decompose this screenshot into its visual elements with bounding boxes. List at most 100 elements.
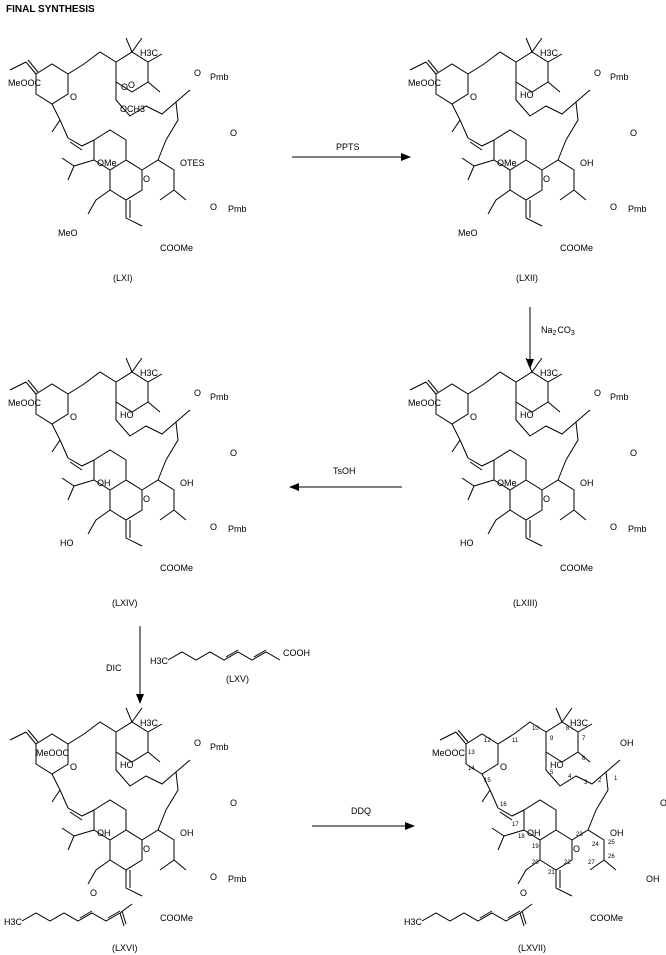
atom-number: 21 — [548, 870, 555, 876]
o-label: O — [470, 412, 477, 422]
coome-label: COOMe — [560, 243, 593, 253]
ome-label: OMe — [497, 158, 517, 168]
ho-label: HO — [520, 410, 534, 420]
o-label: O — [121, 82, 128, 92]
ho-label: HO — [60, 538, 74, 548]
o-label: O — [70, 762, 77, 772]
pmb-label: Pmb — [228, 524, 247, 534]
ho-label: HO — [120, 760, 134, 770]
o-label: O — [594, 388, 601, 398]
ho-label: HO — [120, 410, 134, 420]
atom-number: 15 — [484, 778, 491, 784]
scheme-title: FINAL SYNTHESIS — [6, 4, 95, 15]
compound-lxvi: MeOOC O H3C HO O Pmb OH OH O O Pmb O COO… — [9, 707, 247, 923]
pmb-label: Pmb — [210, 72, 229, 82]
coome-label: COOMe — [590, 913, 623, 923]
meooc-label: MeOOC — [36, 748, 70, 758]
reagent-na2co3: Na2CO3 — [541, 325, 575, 337]
atom-number: 5 — [550, 770, 554, 776]
o-label: O — [70, 92, 77, 102]
atom-number: 24 — [592, 842, 599, 848]
atom-number: 23 — [576, 832, 583, 838]
o-label: O — [573, 844, 580, 854]
o-label: O — [194, 68, 201, 78]
oh-label: OH — [580, 478, 594, 488]
meooc-label: MeOOC — [8, 78, 42, 88]
o-label: O — [520, 888, 527, 898]
o-label: O — [90, 888, 97, 898]
oh-label: OH — [180, 478, 194, 488]
pmb-label: Pmb — [628, 204, 647, 214]
oh-label: OH — [620, 738, 634, 748]
atom-number: 16 — [500, 802, 507, 808]
meo-label: MeO — [58, 228, 78, 238]
compound-lxiii: MeOOC O H3C HO O Pmb OH OMe O O Pmb O CO… — [408, 357, 647, 573]
oh-label: OH — [646, 874, 660, 884]
reagent-ppts: PPTS — [336, 142, 360, 152]
atom-number: 22 — [564, 860, 571, 866]
meooc-label: MeOOC — [408, 398, 442, 408]
oh-label: OH — [527, 828, 541, 838]
ho-label: HO — [520, 90, 534, 100]
pmb-label: Pmb — [228, 874, 247, 884]
o-label: O — [543, 494, 550, 504]
compound-label-lxv: (LXV) — [226, 674, 249, 684]
meooc-label: MeOOC — [8, 398, 42, 408]
atom-number: 17 — [512, 822, 519, 828]
o-label: O — [230, 128, 237, 138]
otes-label: OTES — [180, 158, 205, 168]
o-label: O — [470, 92, 477, 102]
pmb-label: Pmb — [228, 204, 247, 214]
o-label: O — [143, 844, 150, 854]
compound-lxi: MeOOC O H3C O O Pmb O OCH3 OTES OMe O O … — [8, 37, 247, 253]
oh-label: OH — [580, 158, 594, 168]
atom-number: 14 — [468, 766, 475, 772]
compound-lxii: MeOOC O H3C HO O Pmb OH OMe O O Pmb O CO… — [408, 37, 647, 253]
atom-number: 20 — [532, 860, 539, 866]
atom-number: 26 — [608, 854, 615, 860]
reagent-dic: DIC — [106, 663, 122, 673]
o-label: O — [194, 738, 201, 748]
atom-number: 25 — [608, 840, 615, 846]
meo-label: MeO — [458, 228, 478, 238]
o-label: O — [143, 174, 150, 184]
pmb-label: Pmb — [610, 72, 629, 82]
meooc-label: MeOOC — [408, 78, 442, 88]
o-label: O — [630, 448, 637, 458]
och3-label: OCH3 — [120, 104, 145, 114]
pmb-label: Pmb — [628, 524, 647, 534]
ho-label: HO — [550, 760, 564, 770]
atom-number: 9 — [550, 736, 554, 742]
acid-lxv: H3C COOH (LXV) — [150, 648, 310, 684]
h3c-label: H3C — [150, 656, 169, 666]
oh-label: OH — [610, 828, 624, 838]
atom-number: 19 — [532, 844, 539, 850]
oh-label: OH — [97, 828, 111, 838]
o-label: O — [660, 798, 666, 808]
o-label: O — [128, 80, 135, 90]
o-label: O — [210, 522, 217, 532]
h3c-label: H3C — [140, 48, 159, 58]
compound-lxiv: MeOOC O H3C HO O Pmb OH OH O O Pmb O COO… — [8, 357, 247, 573]
o-label: O — [500, 762, 507, 772]
atom-number: 8 — [566, 726, 570, 732]
atom-number: 1 — [614, 776, 618, 782]
atom-number: 6 — [582, 756, 586, 762]
dienoate-chain-lxvii: H3C — [404, 903, 533, 927]
atom-number: 18 — [518, 834, 525, 840]
compound-label-lxvii: (LXVII) — [518, 943, 546, 953]
h3c-label: H3C — [540, 368, 559, 378]
o-label: O — [70, 412, 77, 422]
ho-label: HO — [460, 538, 474, 548]
compound-label-lxvi: (LXVI) — [112, 943, 138, 953]
atom-number: 27 — [588, 860, 595, 866]
o-label: O — [610, 202, 617, 212]
o-label: O — [594, 68, 601, 78]
atom-number: 7 — [582, 736, 586, 742]
h3c-label: H3C — [140, 368, 159, 378]
pmb-label: Pmb — [610, 392, 629, 402]
compound-label-lxiii: (LXIII) — [513, 598, 538, 608]
atom-number: 10 — [532, 726, 539, 732]
compound-label-lxiv: (LXIV) — [112, 598, 138, 608]
